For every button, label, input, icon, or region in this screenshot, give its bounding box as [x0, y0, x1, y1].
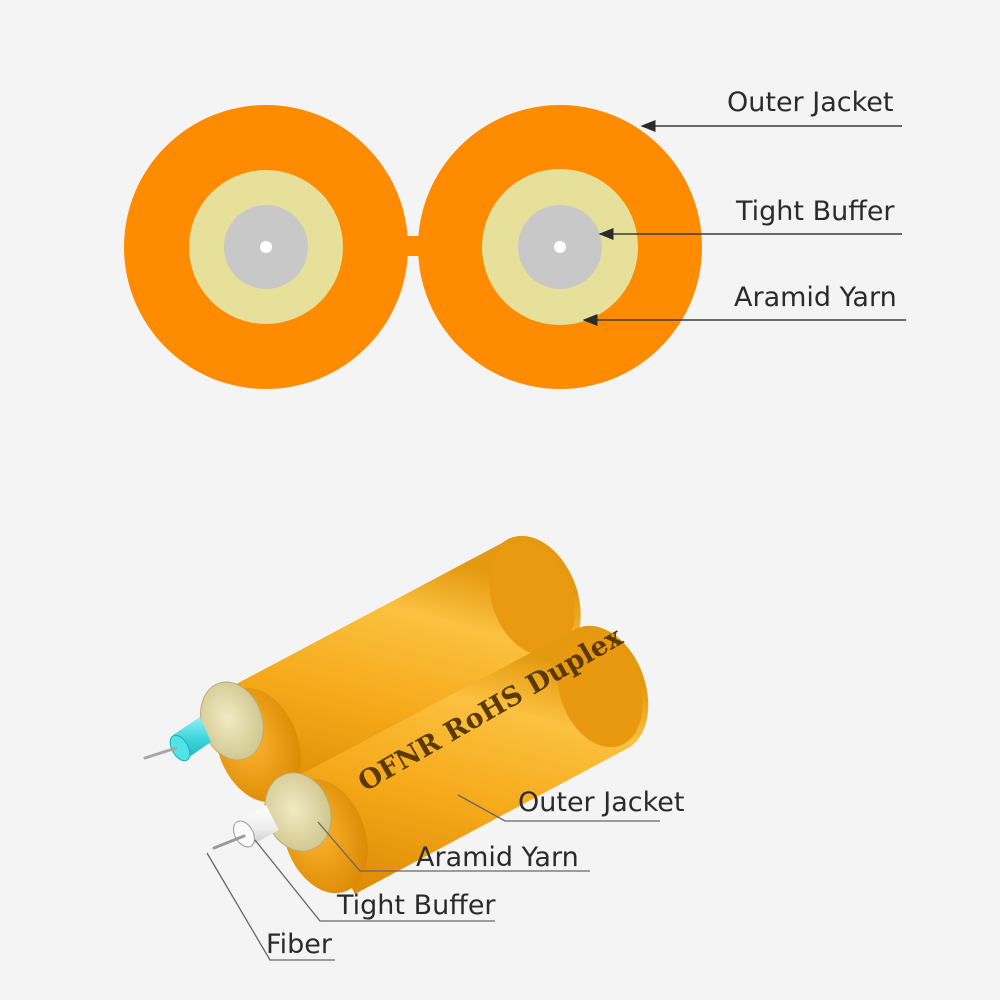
- left-cable-section: [124, 105, 408, 389]
- back-cable-fiber: [143, 746, 178, 760]
- label-iso-outer-jacket: Outer Jacket: [518, 787, 685, 818]
- right-cable-section: [418, 105, 702, 389]
- front-cable-fiber: [212, 834, 246, 850]
- label-aramid-yarn: Aramid Yarn: [734, 282, 897, 313]
- leader-iso-tight-buffer: [254, 839, 495, 922]
- label-outer-jacket: Outer Jacket: [727, 87, 894, 118]
- back-cable-far-cap: [489, 540, 575, 656]
- leader-iso-aramid-yarn: [317, 821, 590, 872]
- leader-iso-outer-jacket: [457, 794, 660, 822]
- label-tight-buffer: Tight Buffer: [736, 196, 895, 227]
- cross-section-leaders: [582, 120, 906, 326]
- leader-iso-fiber: [206, 852, 335, 961]
- isometric-leaders: [206, 794, 660, 961]
- front-cable: [212, 625, 649, 894]
- left-fiber-core: [260, 241, 272, 253]
- front-cable-far-cap: [557, 632, 643, 748]
- label-iso-fiber: Fiber: [266, 929, 332, 960]
- isometric-view: OFNR RoHS Duplex: [143, 535, 660, 961]
- label-iso-aramid-yarn: Aramid Yarn: [416, 842, 579, 873]
- cross-section: [124, 105, 906, 389]
- right-fiber-core: [554, 241, 566, 253]
- back-cable-tight-buffer-end: [169, 734, 191, 762]
- back-cable: [143, 535, 581, 803]
- label-iso-tight-buffer: Tight Buffer: [337, 890, 496, 921]
